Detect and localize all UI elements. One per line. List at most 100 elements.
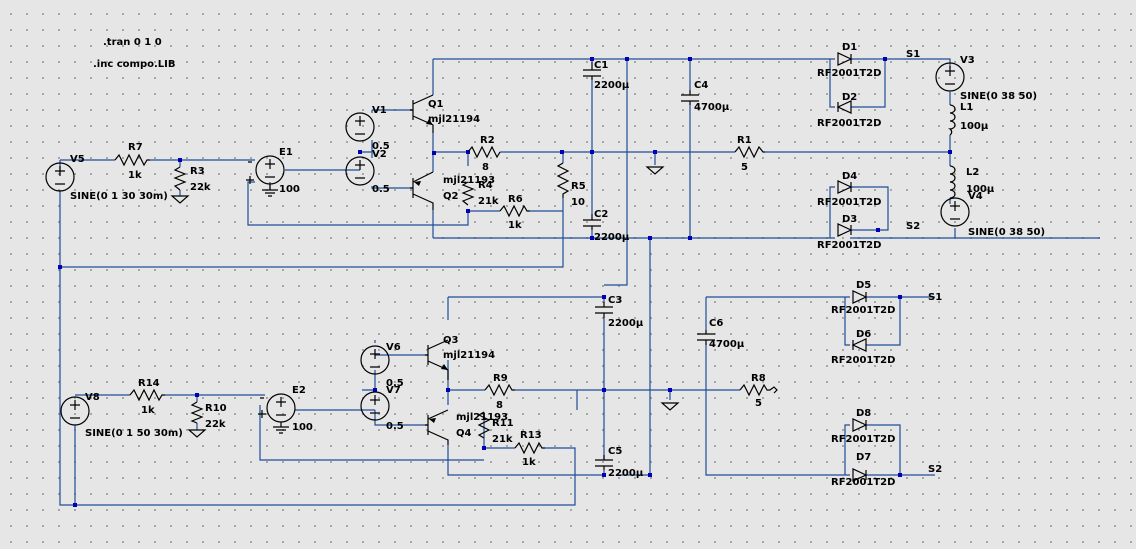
svg-text:R10: R10 bbox=[205, 403, 227, 414]
inductor-L2[interactable]: L2 100µ bbox=[949, 165, 995, 199]
capacitor-C2[interactable]: C2 2200µ bbox=[583, 209, 630, 243]
svg-text:RF2001T2D: RF2001T2D bbox=[831, 355, 895, 366]
tran-directive[interactable]: .tran 0 1 0 bbox=[103, 37, 162, 48]
resistor-R5[interactable]: R5 10 bbox=[556, 162, 586, 208]
net-label-s2-top[interactable]: S2 bbox=[906, 221, 920, 232]
svg-text:2200µ: 2200µ bbox=[594, 80, 630, 91]
svg-text:1k: 1k bbox=[522, 457, 536, 468]
svg-text:8: 8 bbox=[496, 400, 503, 411]
resistor-R3[interactable]: R3 22k bbox=[173, 166, 211, 193]
svg-text:5: 5 bbox=[741, 162, 748, 173]
svg-text:Q4: Q4 bbox=[456, 428, 472, 439]
svg-text:R14: R14 bbox=[138, 378, 160, 389]
voltage-source-V8[interactable]: V8 SINE(0 1 50 30m) bbox=[60, 392, 183, 439]
transistor-Q2[interactable]: mjl21193 Q2 bbox=[410, 171, 495, 210]
svg-text:R3: R3 bbox=[190, 166, 205, 177]
svg-text:RF2001T2D: RF2001T2D bbox=[817, 240, 881, 251]
resistor-R9[interactable]: R9 8 bbox=[484, 373, 515, 411]
svg-text:L1: L1 bbox=[960, 102, 973, 113]
capacitor-C6[interactable]: C6 4700µ bbox=[697, 318, 745, 350]
svg-text:R4: R4 bbox=[478, 180, 493, 191]
capacitor-C1[interactable]: C1 2200µ bbox=[583, 60, 630, 91]
diode-D4[interactable]: D4 RF2001T2D bbox=[817, 171, 881, 208]
resistor-R7[interactable]: R7 1k bbox=[114, 142, 150, 181]
voltage-source-V5[interactable]: V5 SINE(0 1 30 30m) bbox=[45, 154, 168, 202]
svg-text:R6: R6 bbox=[508, 194, 523, 205]
svg-text:D6: D6 bbox=[856, 329, 871, 340]
battery-V2[interactable]: V2 0.5 bbox=[345, 149, 390, 195]
svg-text:V4: V4 bbox=[968, 191, 983, 202]
transistor-Q3[interactable]: Q3 mjl21194 bbox=[425, 335, 495, 380]
svg-text:R2: R2 bbox=[480, 135, 495, 146]
svg-text:V5: V5 bbox=[70, 154, 85, 165]
capacitor-C3[interactable]: C3 2200µ bbox=[595, 295, 644, 329]
net-label-s1-bottom[interactable]: S1 bbox=[928, 292, 942, 303]
svg-text:100µ: 100µ bbox=[966, 184, 995, 195]
svg-text:SINE(0 1 30 30m): SINE(0 1 30 30m) bbox=[70, 191, 168, 202]
resistor-R8[interactable]: R8 5 bbox=[739, 373, 778, 409]
diode-D8[interactable]: D8 RF2001T2D bbox=[831, 408, 895, 445]
svg-text:mjl21194: mjl21194 bbox=[428, 114, 480, 125]
battery-V6[interactable]: V6 0.5 bbox=[360, 342, 404, 389]
resistor-R2[interactable]: R2 8 bbox=[467, 135, 501, 173]
svg-text:V3: V3 bbox=[960, 55, 975, 66]
svg-text:L2: L2 bbox=[966, 167, 979, 178]
resistor-R1[interactable]: R1 5 bbox=[734, 135, 765, 173]
svg-text:21k: 21k bbox=[478, 196, 499, 207]
transistor-Q4[interactable]: mjl21193 Q4 bbox=[425, 409, 508, 445]
svg-text:22k: 22k bbox=[205, 419, 226, 430]
battery-V7[interactable]: V7 0.5 bbox=[360, 385, 404, 432]
voltage-source-V4[interactable]: V4 SINE(0 38 50) bbox=[940, 191, 1045, 238]
include-directive[interactable]: .inc compo.LIB bbox=[93, 59, 176, 70]
svg-text:R7: R7 bbox=[128, 142, 143, 153]
voltage-source-V3[interactable]: V3 SINE(0 38 50) bbox=[935, 55, 1037, 105]
resistor-R4[interactable]: R4 21k bbox=[461, 180, 499, 207]
svg-text:V7: V7 bbox=[386, 385, 401, 396]
battery-V1[interactable]: V1 0.5 bbox=[345, 105, 390, 152]
svg-text:D8: D8 bbox=[856, 408, 871, 419]
svg-text:Q2: Q2 bbox=[443, 191, 459, 202]
capacitor-C5[interactable]: C5 2200µ bbox=[595, 446, 644, 479]
inductor-L1[interactable]: L1 100µ bbox=[948, 102, 989, 136]
svg-text:E1: E1 bbox=[279, 147, 293, 158]
svg-text:SINE(0 1 50 30m): SINE(0 1 50 30m) bbox=[85, 428, 183, 439]
svg-text:C2: C2 bbox=[594, 209, 608, 220]
svg-text:C1: C1 bbox=[594, 60, 608, 71]
capacitor-C4[interactable]: C4 4700µ bbox=[681, 80, 730, 113]
svg-text:RF2001T2D: RF2001T2D bbox=[817, 197, 881, 208]
svg-text:4700µ: 4700µ bbox=[709, 339, 745, 350]
svg-text:RF2001T2D: RF2001T2D bbox=[817, 118, 881, 129]
vcvs-E2[interactable]: E2 100 bbox=[258, 385, 313, 434]
svg-text:0.5: 0.5 bbox=[372, 184, 390, 195]
resistor-R13[interactable]: R13 1k bbox=[514, 430, 545, 468]
diode-D5[interactable]: D5 RF2001T2D bbox=[831, 280, 895, 316]
resistor-R6[interactable]: R6 1k bbox=[499, 194, 530, 231]
net-label-s2-bottom[interactable]: S2 bbox=[928, 464, 942, 475]
svg-text:8: 8 bbox=[482, 162, 489, 173]
net-label-s1-top[interactable]: S1 bbox=[906, 49, 920, 60]
svg-text:1k: 1k bbox=[128, 170, 142, 181]
resistor-R11[interactable]: R11 21k bbox=[477, 411, 514, 445]
diode-D6[interactable]: D6 RF2001T2D bbox=[831, 329, 895, 366]
diode-D7[interactable]: D7 RF2001T2D bbox=[831, 452, 895, 488]
diode-D3[interactable]: D3 RF2001T2D bbox=[817, 214, 881, 251]
svg-text:mjl21193: mjl21193 bbox=[456, 412, 508, 423]
svg-text:D2: D2 bbox=[842, 92, 857, 103]
svg-text:C4: C4 bbox=[694, 80, 708, 91]
svg-text:D1: D1 bbox=[842, 42, 857, 53]
svg-text:R11: R11 bbox=[492, 418, 514, 429]
svg-text:1k: 1k bbox=[141, 405, 155, 416]
diode-D1[interactable]: D1 RF2001T2D bbox=[817, 42, 881, 79]
svg-text:RF2001T2D: RF2001T2D bbox=[831, 434, 895, 445]
svg-text:0.5: 0.5 bbox=[386, 378, 404, 389]
svg-text:4700µ: 4700µ bbox=[694, 102, 730, 113]
diode-D2[interactable]: D2 RF2001T2D bbox=[817, 92, 881, 129]
svg-text:21k: 21k bbox=[492, 434, 513, 445]
resistor-R14[interactable]: R14 1k bbox=[129, 378, 165, 416]
vcvs-E1[interactable]: E1 100 bbox=[246, 147, 300, 197]
svg-text:mjl21194: mjl21194 bbox=[443, 350, 495, 361]
transistor-Q1[interactable]: Q1 mjl21194 bbox=[410, 94, 480, 133]
svg-text:R9: R9 bbox=[493, 373, 508, 384]
resistor-R10[interactable]: R10 22k bbox=[190, 401, 227, 430]
